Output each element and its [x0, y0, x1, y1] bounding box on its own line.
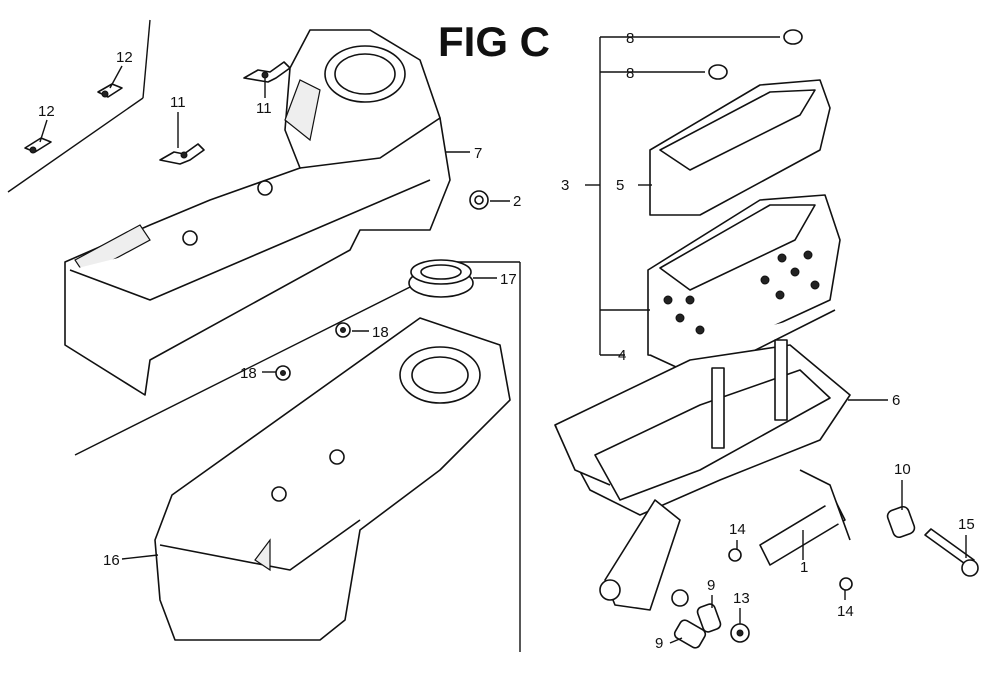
callout-2: 2 [513, 193, 521, 210]
screw-part-18-lower [275, 365, 291, 381]
figure-title: FIG C [438, 18, 550, 65]
callout-12-upper: 12 [116, 49, 133, 66]
grommet-part-8-lower [708, 64, 728, 80]
callout-5: 5 [616, 177, 624, 194]
nut-part-2 [469, 190, 489, 210]
callout-11-left: 11 [170, 94, 186, 111]
bolt-part-15 [924, 528, 979, 577]
wing-nut-part-11-upper [243, 61, 291, 83]
upper-air-cleaner-cover-part-7 [64, 29, 451, 396]
callout-10: 10 [894, 461, 911, 478]
callout-15: 15 [958, 516, 975, 533]
lower-air-cleaner-cover-part-16 [154, 317, 511, 641]
clip-part-12-lower [24, 137, 52, 154]
callout-18-right: 18 [372, 324, 389, 341]
wing-nut-part-11-lower [159, 143, 205, 165]
clip-part-14-lower [839, 577, 853, 591]
callout-labels: 1 2 3 4 5 6 7 8 8 9 9 10 11 11 12 12 13 … [38, 30, 975, 652]
collar-part-10 [886, 505, 916, 539]
callout-1: 1 [800, 559, 808, 576]
grommet-part-8-upper [783, 29, 803, 45]
callout-8-upper: 8 [626, 30, 634, 47]
callout-4: 4 [618, 347, 626, 364]
outer-foam-element-part-5 [649, 79, 831, 216]
callout-11-right: 11 [256, 100, 272, 117]
callout-12-lower: 12 [38, 103, 55, 120]
callout-8-lower: 8 [626, 65, 634, 82]
air-cleaner-base-part-6 [554, 339, 851, 611]
callout-16: 16 [103, 552, 120, 569]
callout-3: 3 [561, 177, 569, 194]
screw-part-18-upper [335, 322, 351, 338]
callout-7: 7 [474, 145, 482, 162]
callout-14-lower: 14 [837, 603, 854, 620]
grommet-part-17 [408, 259, 474, 298]
callout-6: 6 [892, 392, 900, 409]
paper-element-part-4 [647, 194, 841, 379]
callout-9-lower: 9 [655, 635, 663, 652]
collar-part-9-lower [673, 619, 707, 649]
group-bracket-part-3 [585, 36, 780, 356]
callout-17: 17 [500, 271, 517, 288]
leader-lines [39, 65, 967, 644]
callout-13: 13 [733, 590, 750, 607]
clip-part-12-upper [97, 83, 123, 98]
breather-tube-part-1 [759, 469, 851, 566]
nut-part-13 [730, 623, 750, 643]
callout-14-upper: 14 [729, 521, 746, 538]
callout-18-left: 18 [240, 365, 257, 382]
collar-part-9-upper [696, 603, 722, 633]
callout-9-upper: 9 [707, 577, 715, 594]
clip-part-14-upper [728, 548, 742, 562]
